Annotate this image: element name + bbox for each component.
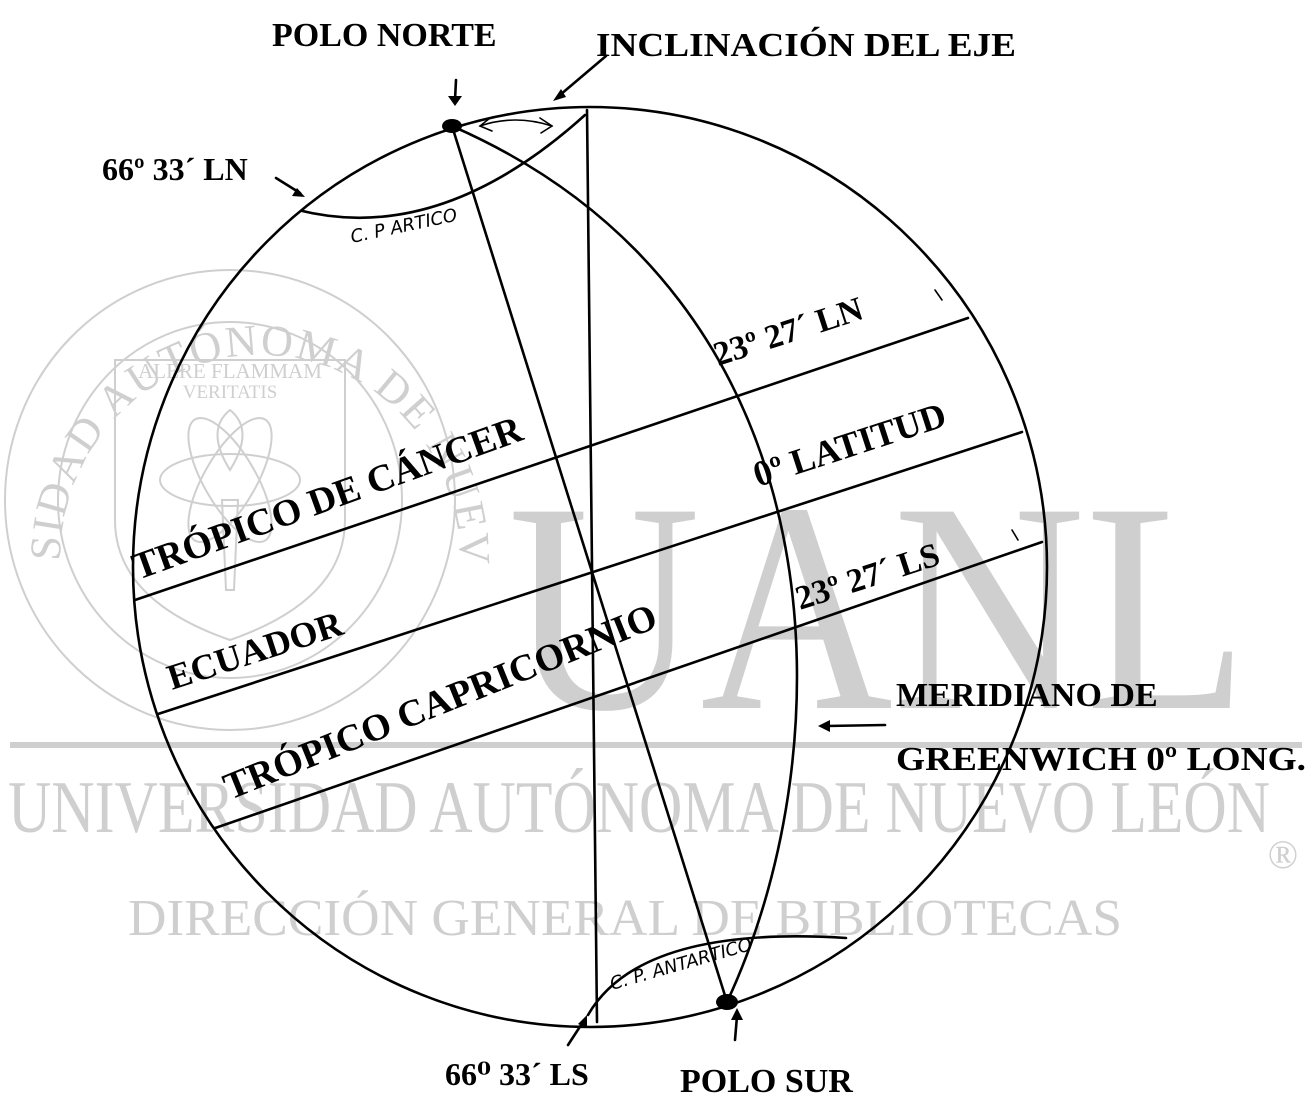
vertical-axis-line [585,108,599,1024]
equator-line [156,430,1024,716]
seal-torch-atom-icon [159,408,301,591]
label-polo-norte: POLO NORTE [272,17,497,54]
label-lat-66-s: 66⁰ 33´ LS [445,1056,589,1092]
tilt-angle-arc [479,119,553,127]
south-pole-arrowhead-icon [731,1008,743,1020]
label-meridiano-2: GREENWICH 0º LONG. [896,741,1306,778]
label-meridiano-1: MERIDIANO DE [896,677,1158,714]
tilt-arrowhead-right [539,117,554,134]
greenwich-meridian [450,124,799,1004]
label-circulo-artico: C. P ARTICO [349,205,459,248]
tick-mark-23n [934,289,943,301]
lat-66n-arrowhead-icon [292,188,305,197]
arctic-circle-arc [296,113,587,220]
label-lat-66-n: 66º 33´ LN [102,151,248,187]
watermark: UNIVERSIDAD AUTÓNOMA DE NUEVO LEÓN ALERE… [0,0,1302,947]
lat-66s-arrow [566,1020,585,1047]
watermark-registered-icon: ® [1268,832,1298,877]
north-pole-marker [442,119,462,133]
tropic-of-cancer-line [133,316,970,602]
globe-outline [131,105,1049,1029]
antarctic-circle-arc [586,935,848,1017]
lat-66s-arrowhead-icon [578,1015,587,1028]
watermark-line-2: DIRECCIÓN GENERAL DE BIBLIOTECAS [128,889,1122,947]
tick-mark-23s [1011,529,1019,541]
tilted-axis-line [450,124,729,1004]
axis-tilt-arrow [558,54,608,97]
tropic-of-capricorn-line [193,540,1044,837]
south-pole-marker [716,994,738,1010]
watermark-line-1: UNIVERSIDAD AUTÓNOMA DE NUEVO LEÓN [8,767,1270,849]
seal-motto-1: ALERE FLAMMAM [138,359,322,383]
meridian-arrowhead-icon [818,720,830,732]
axis-tilt-arrowhead-icon [553,89,566,101]
watermark-uanl-letters: UANL [508,441,1248,773]
seal-shield-icon [114,359,346,642]
label-polo-sur: POLO SUR [680,1063,853,1097]
globe [131,105,1049,1029]
pointer-arrows [274,54,887,1047]
meridian-arrow [824,723,887,728]
tilt-arrowhead-left [478,117,493,132]
label-inclinacion-del-eje: INCLINACIÓN DEL EJE [596,26,1016,64]
seal-motto-2: VERITATIS [183,382,278,403]
university-seal: UNIVERSIDAD AUTÓNOMA DE NUEVO LEÓN ALERE… [0,0,498,731]
north-pole-arrowhead-icon [448,96,462,106]
